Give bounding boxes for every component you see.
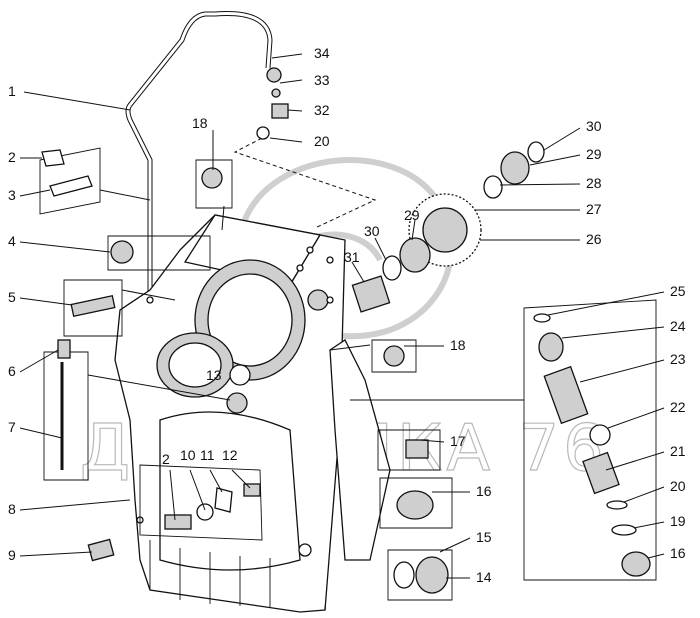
callout-33: 33: [314, 72, 330, 88]
ball-part-22: [589, 424, 611, 446]
callout-4: 4: [8, 233, 16, 249]
gear-hub-part-27: [422, 207, 468, 253]
pin-part-12: [243, 483, 261, 497]
bearing-part-29b: [399, 237, 431, 273]
callout-20-top: 20: [314, 133, 330, 149]
small-parts: [41, 67, 651, 594]
callout-9: 9: [8, 547, 16, 563]
callout-34: 34: [314, 45, 330, 61]
callout-18-right: 18: [450, 337, 466, 353]
nut-part-33: [271, 88, 281, 98]
callout-30-top: 30: [586, 118, 602, 134]
callout-10: 10: [180, 447, 196, 463]
ring-part-30a: [527, 141, 545, 163]
plug-part-16b: [621, 551, 651, 577]
callout-13: 13: [206, 367, 222, 383]
callout-25: 25: [670, 283, 686, 299]
alignment-lines: [233, 134, 377, 229]
callout-2-lower: 2: [162, 451, 170, 467]
callout-15: 15: [476, 529, 492, 545]
callout-18-top: 18: [192, 115, 208, 131]
ring-part-30b: [382, 255, 402, 281]
ring-part-25: [533, 313, 551, 323]
sleeve-part-31: [351, 275, 391, 313]
callout-23: 23: [670, 351, 686, 367]
callout-6: 6: [8, 363, 16, 379]
callout-30-mid: 30: [364, 223, 380, 239]
pin-part-9: [87, 538, 115, 562]
bearing-part-29a: [500, 151, 530, 185]
plug-part-18b: [383, 345, 405, 367]
callout-29-mid: 29: [404, 207, 420, 223]
plug-part-24: [538, 332, 564, 362]
callout-5: 5: [8, 289, 16, 305]
plug-part-13: [226, 392, 248, 414]
callout-16-mid: 16: [476, 483, 492, 499]
bolt-head-part-6: [57, 339, 71, 359]
callout-7: 7: [8, 419, 16, 435]
callout-2: 2: [8, 149, 16, 165]
cap-part-14: [415, 556, 449, 594]
plug-part-4: [110, 240, 134, 264]
callout-26: 26: [586, 231, 602, 247]
callout-3: 3: [8, 187, 16, 203]
callout-21: 21: [670, 443, 686, 459]
callout-32: 32: [314, 102, 330, 118]
inset-boxes: [39, 147, 657, 601]
callout-12: 12: [222, 447, 238, 463]
bracket-part-3: [49, 175, 93, 197]
callout-24: 24: [670, 318, 686, 334]
callout-16-right: 16: [670, 545, 686, 561]
callout-14: 14: [476, 569, 492, 585]
ring-part-28: [483, 175, 503, 199]
callout-1: 1: [8, 83, 16, 99]
callout-31: 31: [344, 249, 360, 265]
washer-part-20a: [256, 126, 270, 140]
callout-17: 17: [450, 433, 466, 449]
stud-part-5: [70, 294, 116, 318]
ring-part-19: [611, 524, 637, 536]
callout-20-right: 20: [670, 478, 686, 494]
elbow-part-32: [271, 103, 289, 119]
callout-8: 8: [8, 501, 16, 517]
bolt-part-2: [41, 149, 65, 167]
seal-part-15: [393, 561, 415, 589]
bolt-part-2b: [164, 514, 192, 530]
plug-part-16a: [396, 490, 434, 520]
spring-part-23: [543, 365, 589, 425]
plate-part-11: [214, 487, 233, 513]
callout-28: 28: [586, 175, 602, 191]
callout-22: 22: [670, 399, 686, 415]
callout-29-top: 29: [586, 146, 602, 162]
callout-11: 11: [200, 447, 215, 463]
plug-part-17: [405, 439, 429, 459]
callout-27: 27: [586, 201, 602, 217]
leader-lines: [19, 53, 665, 579]
callout-labels: 1 2 3 4 5 6 7 8 9 2 10 11 12 13 18 18 34…: [8, 45, 686, 585]
washer-part-10: [196, 503, 214, 521]
plug-part-18a: [201, 167, 223, 189]
fitting-part-34: [266, 67, 282, 83]
pipe-part-1: [125, 11, 273, 300]
callout-19: 19: [670, 513, 686, 529]
valve-part-21: [582, 451, 620, 495]
gearbox-housing: [114, 214, 391, 613]
ring-part-20b: [606, 500, 628, 510]
